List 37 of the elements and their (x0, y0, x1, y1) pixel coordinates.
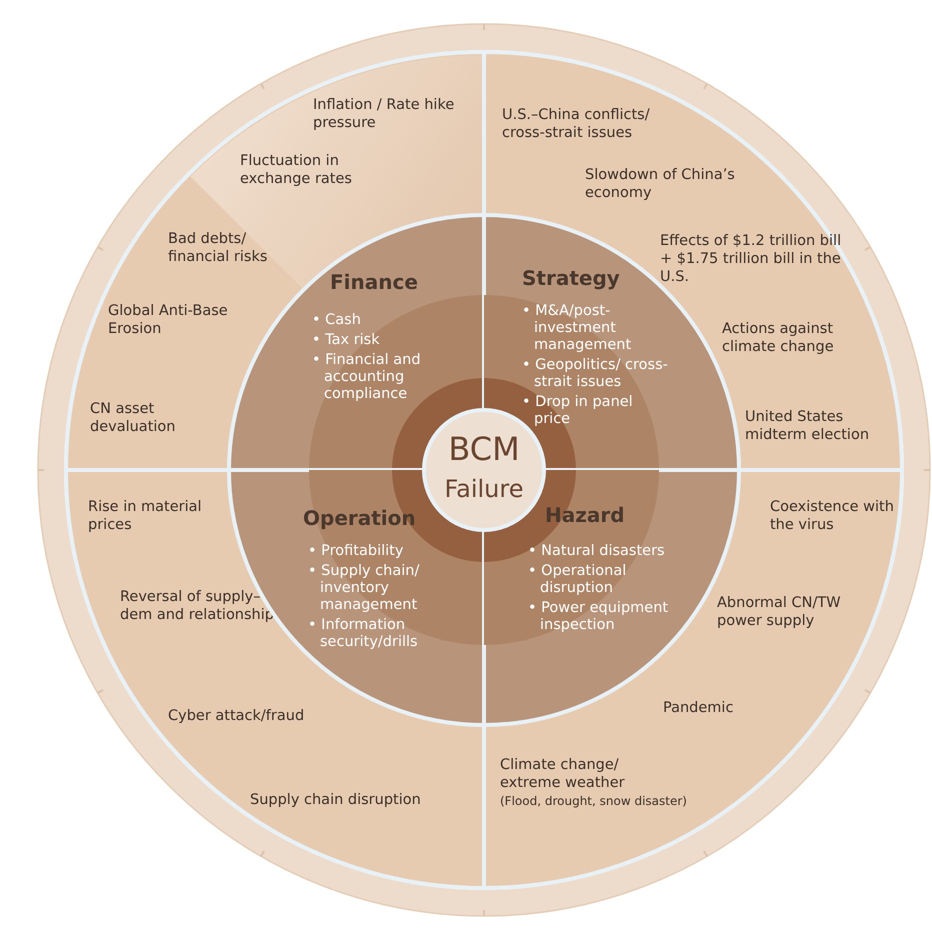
risk-label: Slowdown of China’s economy (585, 166, 736, 202)
list-item: • Financial and accounting compliance (312, 352, 422, 403)
center-subtitle: Failure (444, 474, 524, 504)
risk-label: United States midterm election (745, 408, 870, 444)
list-item: • Natural disasters (528, 543, 666, 560)
category-heading: Finance (330, 270, 418, 294)
risk-label: Fluctuation in exchange rates (240, 152, 353, 188)
center-title: BCM (447, 430, 521, 468)
risk-label: Actions against climate change (722, 320, 835, 356)
risk-label: Cyber attack/fraud (168, 707, 306, 725)
risk-label: Climate change/ extreme weather (500, 756, 626, 792)
list-item: • M&A/post-investment management (522, 303, 632, 354)
list-item: • Cash (312, 312, 362, 329)
list-item: • Geopolitics/ cross-strait issues (522, 357, 669, 391)
list-item: • Information security/drills (308, 617, 419, 651)
risk-label: Coexistence with the virus (770, 498, 895, 534)
category-heading: Operation (303, 506, 416, 530)
category-heading: Strategy (522, 266, 620, 290)
risk-label: Effects of $1.2 trillion bill + $1.75 trillion bill in the U.S. (660, 232, 842, 286)
risk-label: CN asset devaluation (90, 400, 176, 436)
list-item: • Power equipment inspection (528, 600, 670, 634)
risk-label: Bad debts/ financial risks (168, 230, 268, 266)
list-item: • Supply chain/ inventory management (308, 563, 420, 614)
risk-label: Rise in material prices (88, 498, 203, 534)
risk-label: Inflation / Rate hike pressure (313, 96, 456, 132)
list-item: • Profitability (308, 543, 404, 560)
category-heading: Hazard (545, 503, 625, 527)
note-text: (Flood, drought, snow disaster) (500, 794, 688, 809)
risk-label: Reversal of supply–dem and relationship (120, 588, 275, 624)
risk-label: U.S.–China conflicts/ cross-strait issues (502, 106, 651, 142)
risk-label: Pandemic (663, 699, 734, 717)
risk-label: Supply chain disruption (250, 791, 422, 809)
list-item: • Operational disruption (528, 563, 628, 597)
list-item: • Tax risk (312, 332, 381, 349)
risk-label: Global Anti-Base Erosion (108, 302, 229, 338)
list-item: • Drop in panel price (522, 394, 634, 428)
risk-label: Abnormal CN/TW power supply (717, 594, 842, 630)
